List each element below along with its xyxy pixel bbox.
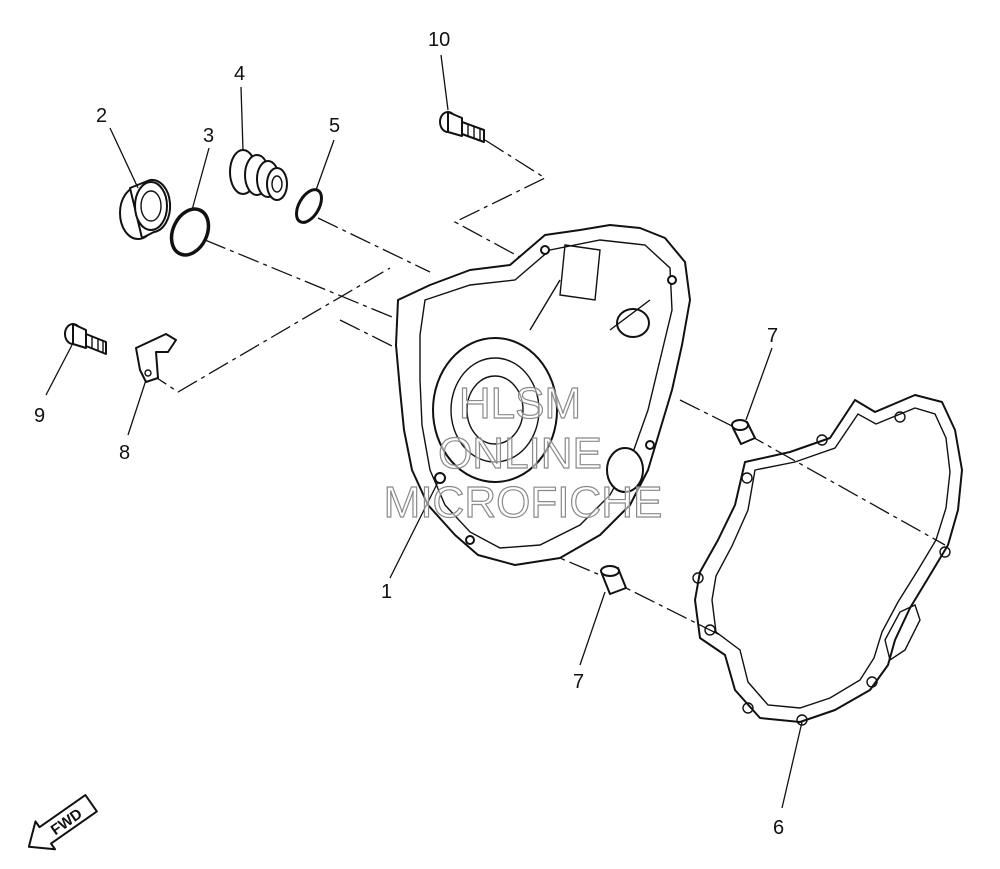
bolt-top: [439, 111, 485, 143]
o-ring-large: [169, 207, 211, 257]
threaded-plug: [229, 149, 288, 201]
callout-labels: 1 2 3 4 5 6 7 7 8 9 10: [34, 29, 784, 839]
callout-7-upper: 7: [767, 325, 778, 347]
callout-2: 2: [96, 105, 107, 127]
callout-7-lower: 7: [573, 671, 584, 693]
watermark-line-1: HLSM: [459, 379, 581, 428]
gasket: [692, 394, 963, 726]
plug: [119, 178, 172, 240]
watermark-line-3: MICROFICHE: [384, 478, 663, 527]
bolt-left: [64, 323, 107, 355]
callout-3: 3: [203, 125, 214, 147]
watermark-line-2: ONLINE: [438, 429, 602, 478]
arrow-left-icon: [27, 794, 98, 851]
dowel-pin-lower: [600, 565, 627, 595]
leader-lines: [45, 54, 803, 809]
callout-6: 6: [773, 817, 784, 839]
forward-direction-arrow: FWD: [27, 794, 98, 851]
o-ring-small: [295, 188, 323, 224]
callout-4: 4: [234, 63, 245, 85]
callout-9: 9: [34, 405, 45, 427]
callout-1: 1: [381, 581, 392, 603]
dowel-pin-upper: [731, 419, 756, 445]
callout-10: 10: [428, 29, 450, 51]
watermark: HLSM ONLINE MICROFICHE: [383, 378, 663, 527]
crankcase-cover: [395, 224, 691, 566]
clamp: [135, 333, 177, 383]
callout-8: 8: [119, 442, 130, 464]
callout-5: 5: [329, 115, 340, 137]
